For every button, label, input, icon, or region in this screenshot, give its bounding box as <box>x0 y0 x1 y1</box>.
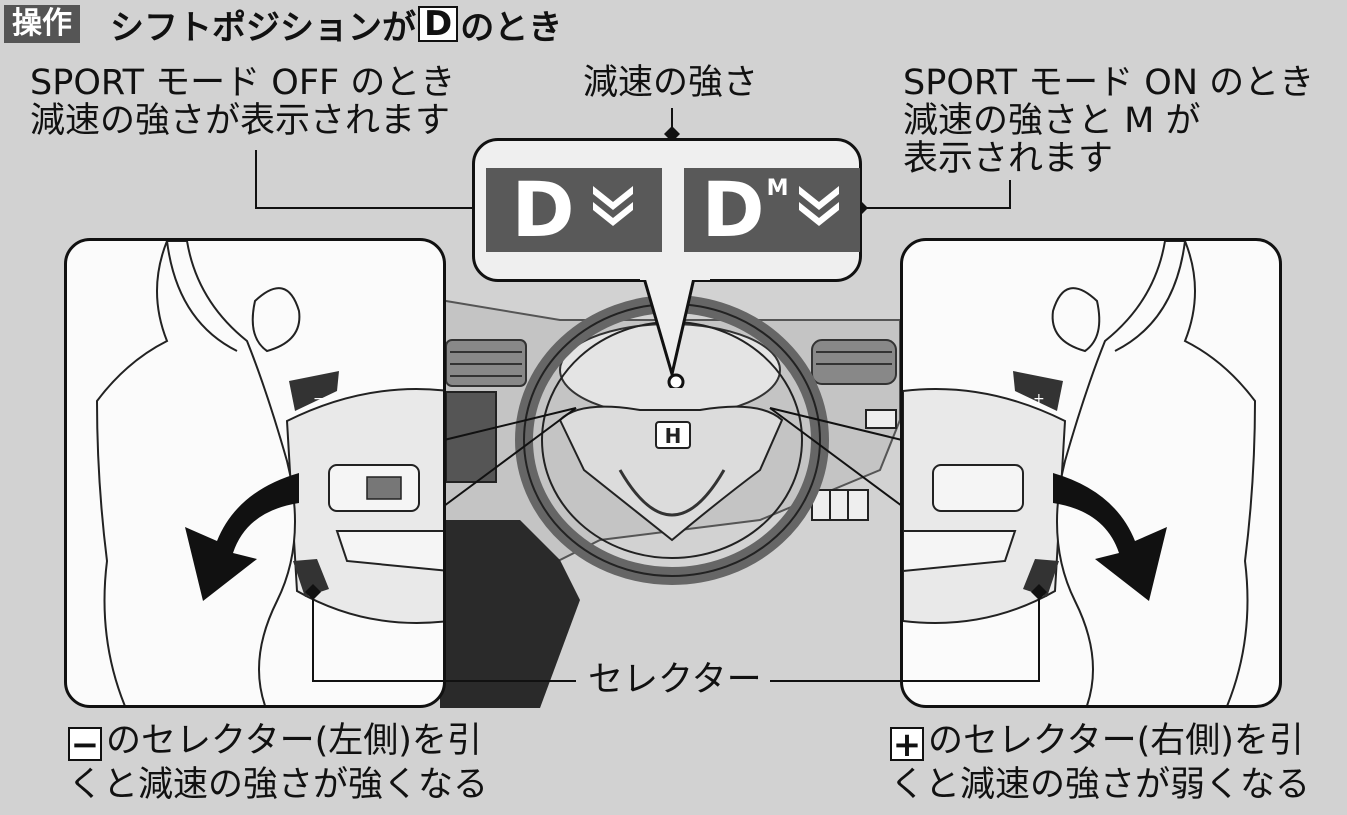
left-hand-illustration: − <box>95 241 443 705</box>
bubble-pointer <box>640 278 710 388</box>
deceleration-chevrons-icon <box>798 186 839 226</box>
minus-paddle-label: − <box>313 391 325 407</box>
plus-symbol-box: + <box>890 727 924 762</box>
title-text-post: のとき <box>460 7 563 48</box>
sport-on-label-line1: SPORT モード ON のとき <box>903 63 1315 103</box>
right-paddle-panel: + <box>900 238 1282 708</box>
deceleration-chevrons-icon <box>592 186 633 226</box>
title-text-pre: シフトポジションが <box>110 7 416 48</box>
operation-badge: 操作 <box>4 5 80 43</box>
sport-on-display: D M <box>684 168 860 252</box>
selector-label: セレクター <box>584 660 766 700</box>
sport-off-label-line2: 減速の強さが表示されます <box>30 101 451 141</box>
shift-d-letter: D <box>701 165 765 254</box>
left-selector-description-line1: −のセレクター(左側)を引 <box>68 720 482 762</box>
right-selector-text: のセレクター(右側)を引 <box>928 721 1304 761</box>
left-selector-text: のセレクター(左側)を引 <box>106 721 482 761</box>
sport-on-label-line2: 減速の強さと M が <box>903 101 1201 141</box>
svg-text:H: H <box>665 424 682 448</box>
page-title: シフトポジションが D のとき <box>110 0 562 49</box>
sport-off-display: D <box>486 168 662 252</box>
plus-paddle-label: + <box>1033 391 1045 407</box>
header: 操作 シフトポジションが D のとき <box>4 0 562 48</box>
right-hand-illustration: + <box>903 241 1257 705</box>
left-paddle-panel: − <box>64 238 446 708</box>
right-selector-description-line2: くと減速の強さが弱くなる <box>890 765 1311 805</box>
minus-symbol-box: − <box>68 727 102 762</box>
manual-m-indicator: M <box>766 176 789 201</box>
sport-on-label-line3: 表示されます <box>903 139 1114 179</box>
sport-off-label-line1: SPORT モード OFF のとき <box>30 63 456 103</box>
title-boxed-letter: D <box>418 6 459 42</box>
right-selector-description-line1: +のセレクター(右側)を引 <box>890 720 1304 762</box>
deceleration-label: 減速の強さ <box>583 63 759 103</box>
shift-d-letter: D <box>511 165 575 254</box>
left-selector-description-line2: くと減速の強さが強くなる <box>68 765 489 805</box>
